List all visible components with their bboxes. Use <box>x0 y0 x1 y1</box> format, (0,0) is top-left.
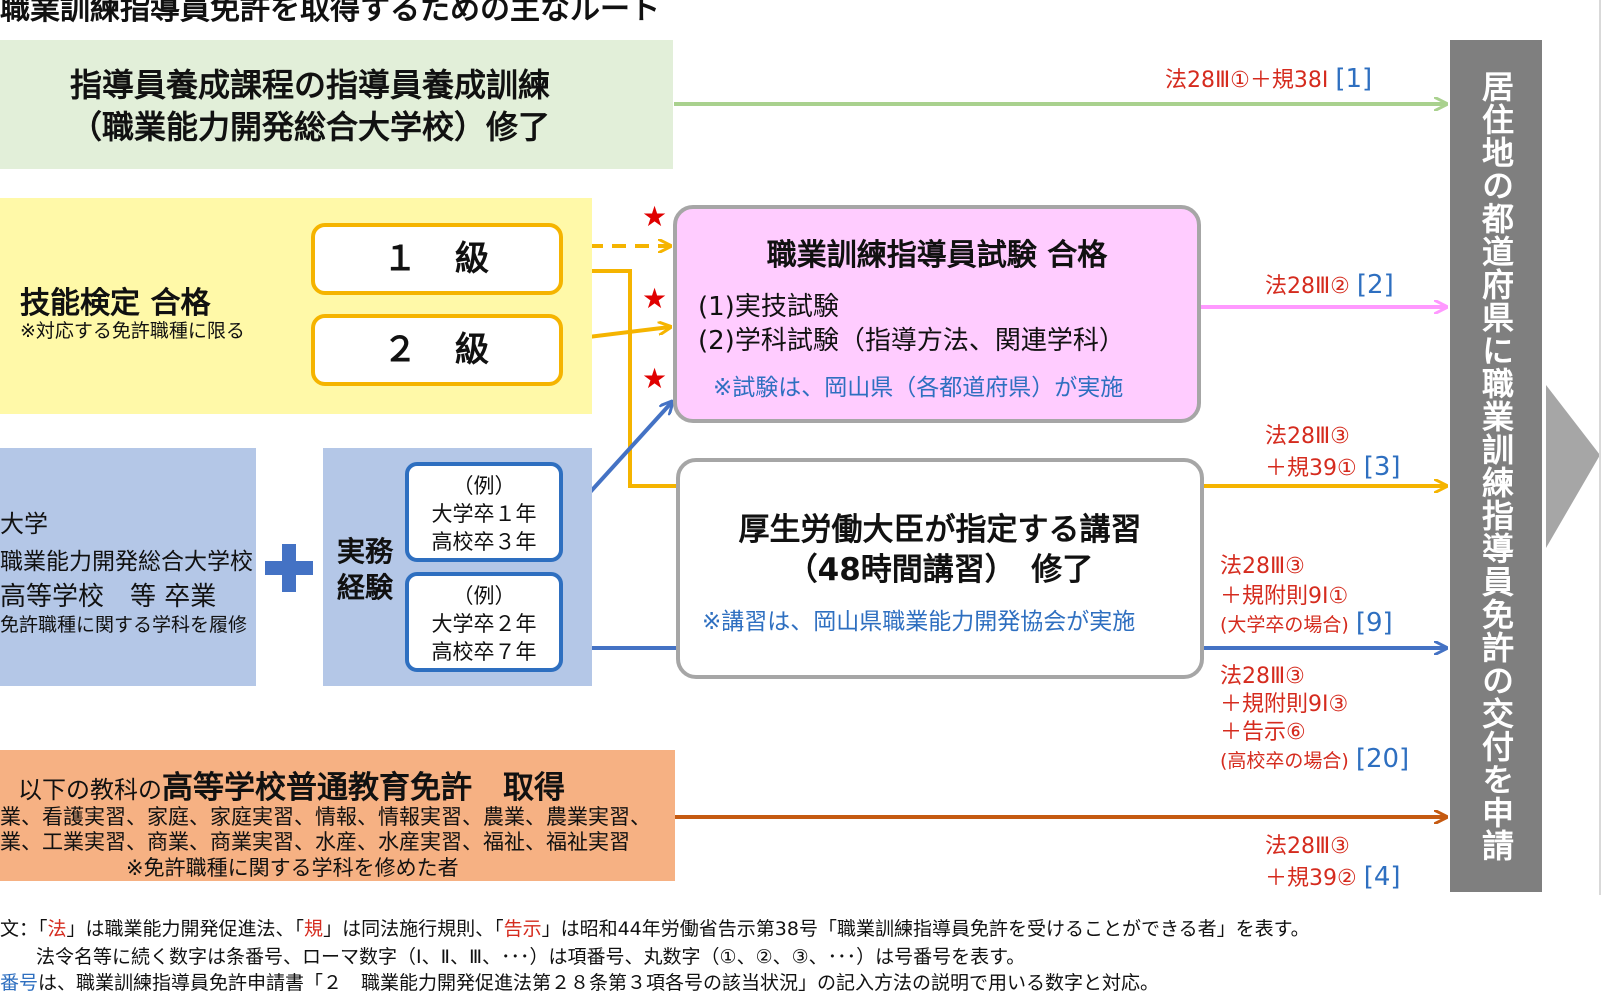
designated-course-box <box>676 458 1204 679</box>
training-course-text: 指導員養成課程の指導員養成訓練 （職業能力開発総合大学校）修了 <box>0 64 620 148</box>
instructor-exam-title: 職業訓練指導員試験 合格 <box>766 238 1108 273</box>
law-ref: ＋規39② <box>1265 866 1357 891</box>
route-number: [20] <box>1355 744 1410 774</box>
footer-term-notice: 告示 <box>503 918 542 940</box>
route-number: [2] <box>1356 270 1394 300</box>
footer-term-law: 法 <box>47 918 67 940</box>
footer-term-rule: 規 <box>304 918 324 940</box>
label-route-2: 法28Ⅲ② [2] <box>1265 268 1394 300</box>
teaching-license-prefix: 以下の教科の <box>18 776 162 804</box>
training-course-line2: （職業能力開発総合大学校）修了 <box>69 108 550 146</box>
school-line3: 高等学校 等 卒業 <box>0 582 217 612</box>
school-line1: 大学 <box>0 510 48 538</box>
training-course-box <box>0 40 673 169</box>
label-route-3-line1: 法28Ⅲ③ <box>1265 424 1350 449</box>
law-ref: 法28Ⅲ①＋規38Ⅰ <box>1165 68 1329 93</box>
footer-text: は、職業訓練指導員免許申請書「２ 職業能力開発促進法第２８条第３項各号の該当状況… <box>38 972 1160 994</box>
school-graduation-box <box>0 448 256 686</box>
exam-note: ※試験は、岡山県（各都道府県）が実施 <box>713 375 1124 401</box>
footer-term-number: 番号 <box>0 972 39 994</box>
line-grade1-course <box>560 269 676 488</box>
example-university: 大学卒２年 <box>431 612 537 636</box>
training-course-line1: 指導員養成課程の指導員養成訓練 <box>69 66 550 104</box>
page-title: 職業訓練指導員免許を取得するための主なルート <box>0 0 660 27</box>
instructor-exam-box <box>673 205 1201 423</box>
work-experience-label-line2: 経験 <box>337 571 394 604</box>
footer-line3: 番号は、職業訓練指導員免許申請書「２ 職業能力開発促進法第２８条第３項各号の該当… <box>0 968 1159 995</box>
application-bar <box>1450 40 1542 892</box>
star-icon: ★ <box>642 200 668 233</box>
teaching-license-title: 以下の教科の高等学校普通教育免許 取得 <box>18 762 565 807</box>
work-experience-label: 実務 経験 <box>337 534 393 606</box>
label-route-20-line1: 法28Ⅲ③ <box>1220 664 1305 689</box>
footer-line1: 文：「法」は職業能力開発促進法、「規」は同法施行規則、「告示」は昭和44年労働省… <box>0 914 1310 941</box>
label-route-9-line3: (大学卒の場合) [9] <box>1220 608 1393 638</box>
law-ref: ＋規39① <box>1265 456 1357 481</box>
teaching-license-strong: 高等学校普通教育免許 取得 <box>162 770 565 806</box>
school-line2: 職業能力開発総合大学校 <box>0 549 253 575</box>
designated-course-line2: （48時間講習） 修了 <box>786 552 1094 588</box>
exam-item-practical: (1)実技試験 <box>698 292 839 322</box>
route-number: [3] <box>1363 452 1401 482</box>
label-route-9-line1: 法28Ⅲ③ <box>1220 554 1305 579</box>
designated-course-title: 厚生労働大臣が指定する講習 （48時間講習） 修了 <box>676 510 1204 590</box>
label-route-1: 法28Ⅲ①＋規38Ⅰ [1] <box>1165 62 1372 94</box>
skill-test-title: 技能検定 合格 <box>20 286 211 321</box>
example-university: 大学卒１年 <box>431 502 537 526</box>
teaching-license-subjects-2: 業、工業実習、商業、商業実習、水産、水産実習、福祉、福祉実習 <box>0 830 630 854</box>
route-number: [9] <box>1355 608 1393 638</box>
label-route-20-line2: ＋規附則9Ⅰ③ <box>1220 692 1349 717</box>
school-line4: 免許職種に関する学科を履修 <box>0 614 248 636</box>
star-icon: ★ <box>642 282 668 315</box>
teaching-license-subjects-1: 業、看護実習、家庭、家庭実習、情報、情報実習、農業、農業実習、 <box>0 805 651 829</box>
label-route-4-line2: ＋規39② [4] <box>1265 860 1401 892</box>
label-route-3-line2: ＋規39① [3] <box>1265 450 1401 482</box>
designated-course-line1: 厚生労働大臣が指定する講習 <box>738 512 1142 548</box>
experience-example-1: （例） 大学卒１年 高校卒３年 <box>405 462 563 562</box>
label-route-4-line1: 法28Ⅲ③ <box>1265 834 1350 859</box>
footer-text: 」は同法施行規則、「 <box>323 918 504 940</box>
law-ref: (高校卒の場合) <box>1220 750 1349 772</box>
footer-text: 」は職業能力開発促進法、「 <box>66 918 305 940</box>
grade-1-box: １ 級 <box>311 223 563 295</box>
teaching-license-note: ※免許職種に関する学科を修めた者 <box>126 856 459 880</box>
route-number: [4] <box>1363 862 1401 892</box>
route-number: [1] <box>1335 64 1373 94</box>
label-route-9-line2: ＋規附則9Ⅰ① <box>1220 584 1349 609</box>
experience-example-2: （例） 大学卒２年 高校卒７年 <box>405 572 563 672</box>
application-text: 居住地の都道府県に職業訓練指導員免許の交付を申請 <box>1477 70 1515 862</box>
footer-text: 文：「 <box>0 918 48 940</box>
work-experience-label-line1: 実務 <box>337 535 394 568</box>
plus-icon <box>282 544 296 592</box>
label-route-20-line4: (高校卒の場合) [20] <box>1220 744 1409 774</box>
example-label: （例） <box>452 584 516 608</box>
example-highschool: 高校卒７年 <box>431 640 537 664</box>
teaching-license-box <box>0 750 675 881</box>
designated-course-note: ※講習は、岡山県職業能力開発協会が実施 <box>702 609 1136 635</box>
law-ref: 法28Ⅲ② <box>1265 274 1350 299</box>
star-icon: ★ <box>642 362 668 395</box>
footer-text: 」は昭和44年労働省告示第38号「職業訓練指導員免許を受けることができる者」を表… <box>541 918 1310 940</box>
skill-test-note: ※対応する免許職種に限る <box>20 320 245 342</box>
example-label: （例） <box>452 474 516 498</box>
footer-line2: 法令名等に続く数字は条番号、ローマ数字（Ⅰ、Ⅱ、Ⅲ、･･･）は項番号、丸数字（①… <box>36 946 1026 968</box>
grade-2-box: ２ 級 <box>311 314 563 386</box>
chevron-right-icon <box>1546 385 1600 548</box>
law-ref: (大学卒の場合) <box>1220 614 1349 636</box>
exam-item-written: (2)学科試験（指導方法、関連学科） <box>698 326 1125 356</box>
example-highschool: 高校卒３年 <box>431 530 537 554</box>
label-route-20-line3: ＋告示⑥ <box>1220 720 1306 745</box>
